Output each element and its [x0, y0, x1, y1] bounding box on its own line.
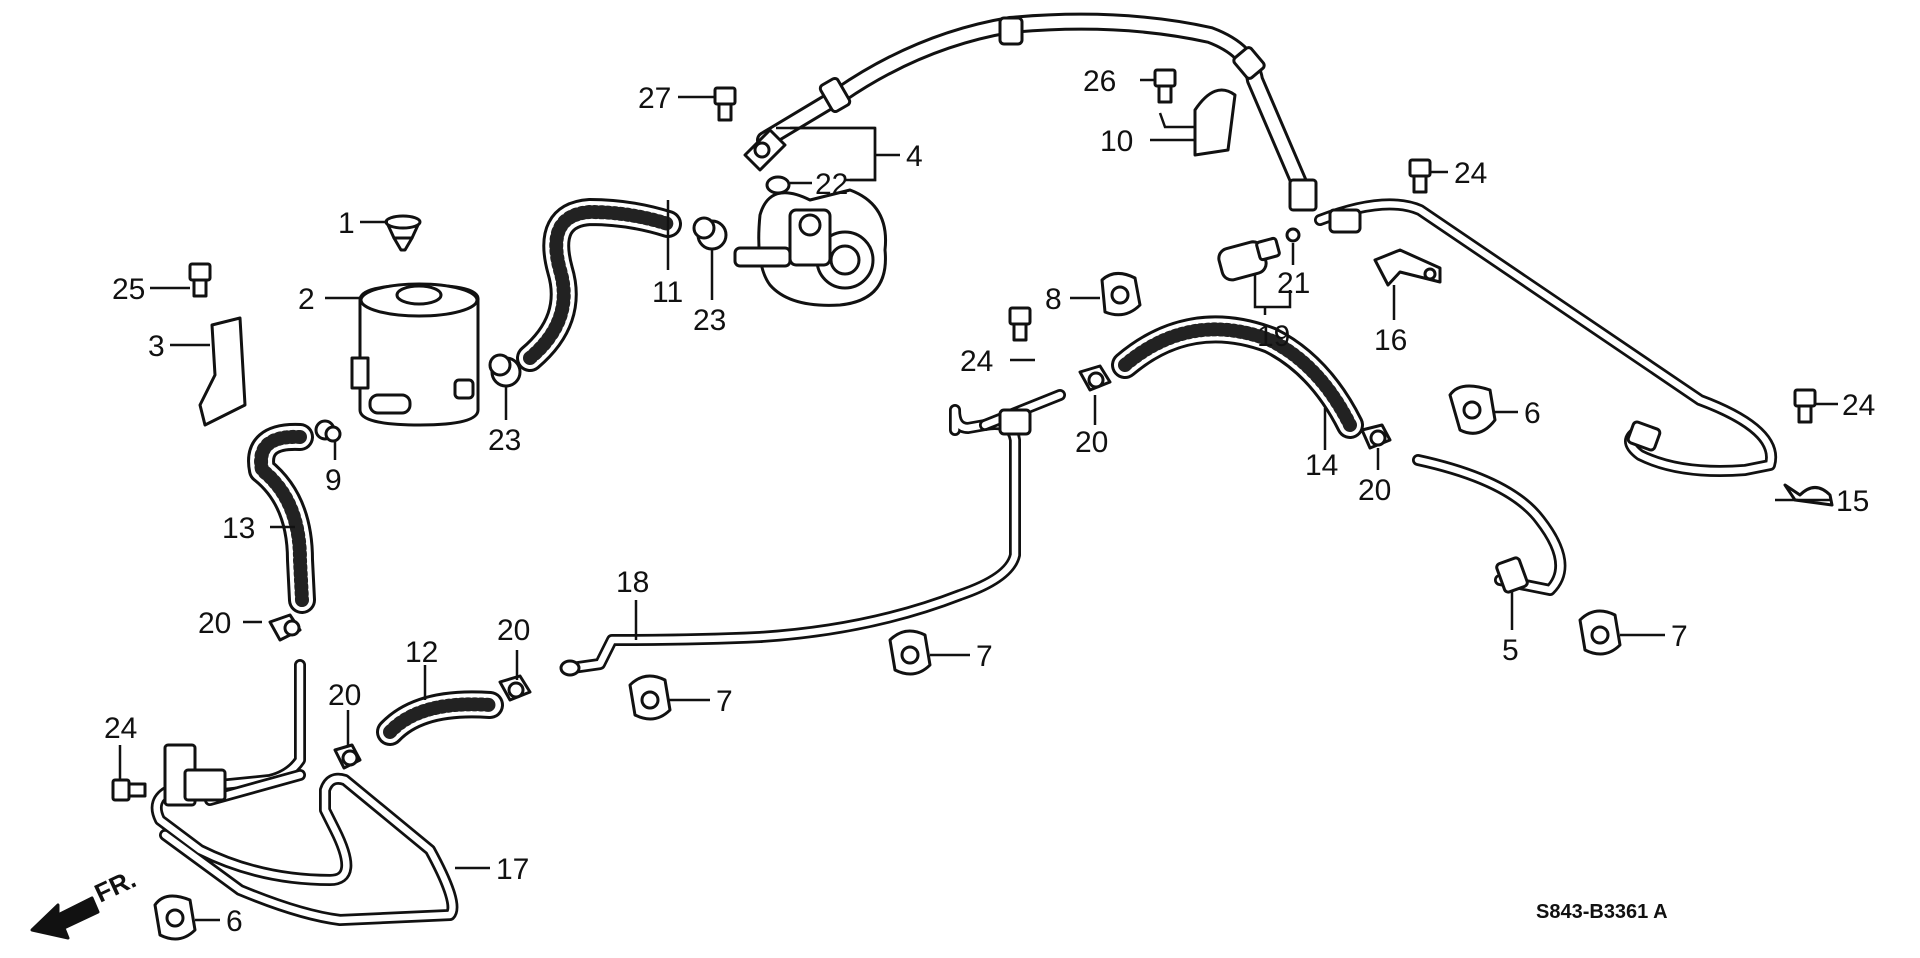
- callout-23: 23: [488, 424, 521, 457]
- return-hose: [1111, 315, 1364, 439]
- callout-12: 12: [405, 636, 438, 669]
- return-hose: [376, 690, 504, 746]
- power-steering-pump: [733, 188, 888, 307]
- hose-clip: [314, 419, 342, 443]
- callout-numbers: 1 2 3 4 5 6 6 7 7 7 8 9 10 11 12 13 14 1…: [104, 65, 1875, 938]
- callout-23: 23: [693, 304, 726, 337]
- callout-6: 6: [226, 905, 243, 938]
- callout-24: 24: [1454, 157, 1487, 190]
- feed-pipe: [1314, 198, 1778, 477]
- flange-bolt: [188, 262, 212, 298]
- reservoir-bracket: [198, 316, 247, 427]
- callout-17: 17: [496, 853, 529, 886]
- callout-3: 3: [148, 330, 165, 363]
- pipe-clamp: [153, 894, 197, 941]
- callout-24: 24: [960, 345, 993, 378]
- callout-9: 9: [325, 464, 342, 497]
- callout-20: 20: [497, 614, 530, 647]
- o-ring: [765, 175, 791, 195]
- suction-hose: [516, 198, 682, 372]
- callout-20: 20: [198, 607, 231, 640]
- return-pipe: [559, 389, 1066, 677]
- pipe-clamp: [1448, 384, 1497, 435]
- pressure-hose: [743, 12, 1318, 212]
- callout-24: 24: [104, 712, 137, 745]
- callout-1: 1: [338, 207, 355, 240]
- pipe-bracket: [1373, 248, 1442, 287]
- callout-20: 20: [328, 679, 361, 712]
- reference-code: S843-B3361 A: [1536, 901, 1668, 923]
- callout-13: 13: [222, 512, 255, 545]
- callout-16: 16: [1374, 324, 1407, 357]
- front-direction-arrow: FR.: [30, 864, 141, 940]
- flange-bolt: [111, 778, 147, 802]
- pipe-clamp: [1578, 609, 1622, 656]
- callout-7: 7: [976, 640, 993, 673]
- pipe-clamp: [628, 674, 672, 721]
- reservoir: [350, 282, 480, 427]
- callout-2: 2: [298, 283, 315, 316]
- flange-bolt: [1008, 306, 1032, 342]
- callout-20: 20: [1075, 426, 1108, 459]
- gearbox-pipes: [150, 659, 459, 926]
- pipe-clamp: [1100, 272, 1142, 317]
- callout-21: 21: [1277, 267, 1310, 300]
- callout-26: 26: [1083, 65, 1116, 98]
- hose-clip: [498, 674, 532, 702]
- callout-20: 20: [1358, 474, 1391, 507]
- callout-22: 22: [815, 168, 848, 201]
- washer: [1285, 227, 1301, 243]
- hose-clip: [1360, 423, 1392, 450]
- hose-clip: [1193, 88, 1237, 157]
- hose-clamp: [488, 353, 522, 388]
- flange-bolt: [1408, 158, 1432, 194]
- hose-clamp: [692, 216, 728, 251]
- callout-27: 27: [638, 82, 671, 115]
- return-hose: [247, 422, 316, 614]
- leader-lines: [118, 78, 1838, 922]
- callout-24: 24: [1842, 389, 1875, 422]
- reservoir-cap: [384, 214, 422, 252]
- callout-6: 6: [1524, 397, 1541, 430]
- callout-10: 10: [1100, 125, 1133, 158]
- callout-5: 5: [1502, 634, 1519, 667]
- callout-7: 7: [1671, 620, 1688, 653]
- flange-bolt: [713, 86, 737, 122]
- pipe-clamp: [888, 629, 932, 676]
- callout-14: 14: [1305, 449, 1338, 482]
- callout-4: 4: [906, 140, 923, 173]
- callout-19: 19: [1257, 320, 1290, 353]
- pressure-switch: [1217, 236, 1281, 282]
- flange-bolt: [1153, 68, 1177, 104]
- callout-25: 25: [112, 273, 145, 306]
- hose-clip: [268, 613, 302, 642]
- direction-label: FR.: [90, 864, 141, 909]
- flange-bolt: [1793, 388, 1817, 424]
- callout-15: 15: [1836, 485, 1869, 518]
- feed-pipe: [1412, 454, 1567, 596]
- callout-11: 11: [652, 276, 683, 309]
- callout-8: 8: [1045, 283, 1062, 316]
- callout-7: 7: [716, 685, 733, 718]
- hose-clip: [1078, 364, 1112, 392]
- hose-clip: [333, 743, 362, 770]
- pipe-clamp: [1783, 483, 1834, 507]
- callout-18: 18: [616, 566, 649, 599]
